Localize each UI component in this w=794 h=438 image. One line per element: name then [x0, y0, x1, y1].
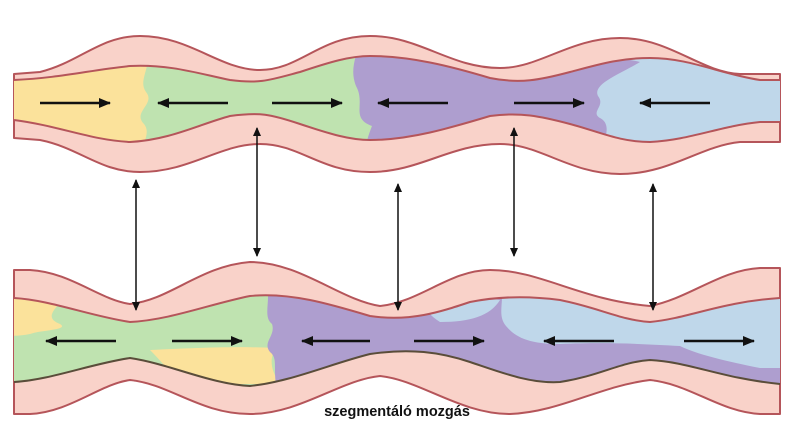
connector-arrows [132, 127, 657, 311]
diagram-caption: szegmentáló mozgás [324, 404, 470, 420]
bottom-lumen-lower-edge [13, 350, 781, 388]
bottom-lumen-upper-edge [13, 294, 781, 324]
top-lumen-upper-edge [13, 54, 780, 83]
top-lumen-lower-edge [13, 113, 780, 144]
bottom-content-yellow-left [14, 295, 80, 336]
